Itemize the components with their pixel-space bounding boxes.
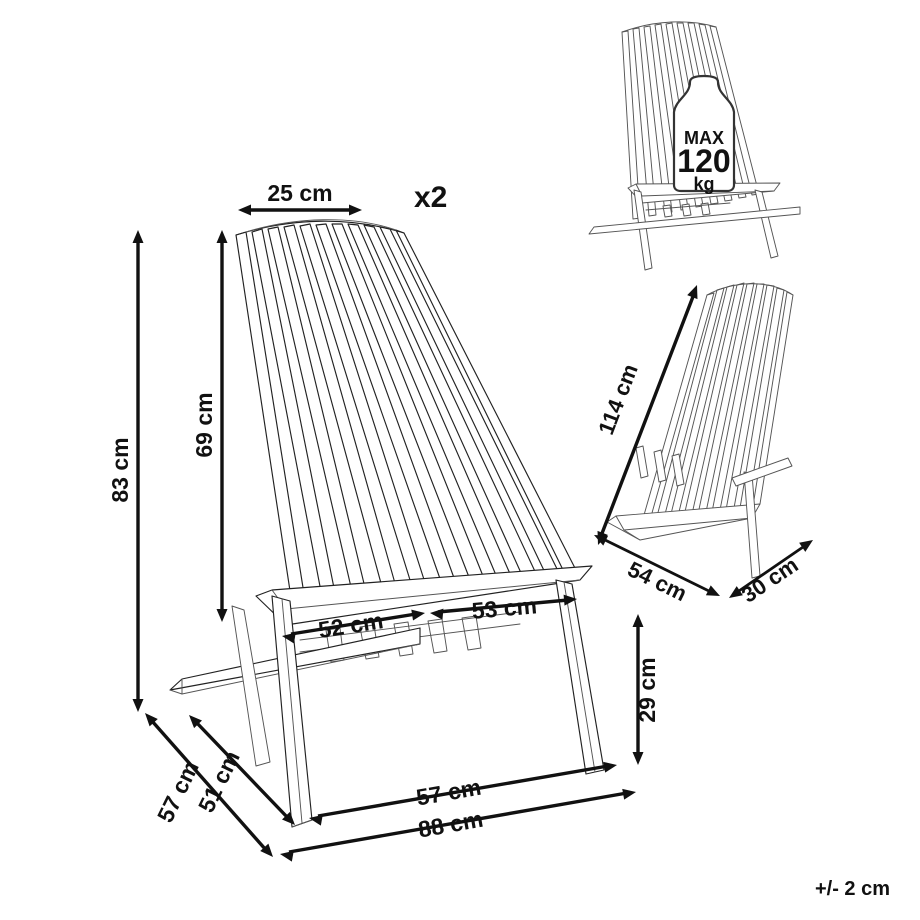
tolerance-note: +/- 2 cm (815, 878, 890, 900)
dimension-seat-height: 29 cm (632, 614, 660, 765)
backrest-slats (235, 219, 579, 605)
dimension-label-69cm: 69 cm (191, 392, 217, 457)
dimension-label-53cm: 53 cm (471, 592, 538, 624)
folded-chair-base (606, 503, 761, 541)
left-far-leg (231, 605, 271, 767)
weight-max-label: MAX (684, 128, 724, 148)
dimension-label-29cm: 29 cm (634, 657, 660, 722)
dimension-label-57cm-depth: 57 cm (414, 774, 483, 811)
right-rear-leg (555, 579, 605, 775)
dimension-label-51cm: 51 cm (193, 746, 245, 816)
dimension-folded-width: 54 cm (591, 530, 723, 606)
dimension-label-57cm-side: 57 cm (152, 756, 204, 826)
load-chair-legs (588, 189, 801, 271)
folded-chair-legs (635, 445, 793, 579)
quantity-label: x2 (414, 181, 447, 214)
seat-front-beam (255, 565, 593, 626)
dimension-label-54cm: 54 cm (624, 556, 691, 606)
folded-chair-slats (641, 282, 794, 523)
dimension-folded-depth: 30 cm (725, 535, 817, 608)
main-chair-drawing (169, 219, 605, 828)
folded-chair-drawing (606, 282, 794, 579)
dimension-backrest-height: 69 cm (191, 230, 228, 622)
dimension-seat-back-width: 53 cm (429, 592, 578, 624)
dimension-overall-height: 83 cm (107, 230, 144, 712)
dimension-label-114cm: 114 cm (593, 361, 643, 438)
weight-icon: MAX 120 kg (672, 74, 736, 194)
dimension-label-88cm: 88 cm (416, 806, 485, 843)
dimension-backrest-top-width: 25 cm (238, 180, 362, 216)
weight-value: 120 (677, 143, 730, 179)
dimension-label-25cm: 25 cm (267, 180, 332, 206)
dimension-label-30cm: 30 cm (737, 552, 803, 608)
weight-unit: kg (693, 174, 714, 194)
dimension-label-83cm: 83 cm (107, 437, 133, 502)
load-capacity-drawing: MAX 120 kg (588, 21, 801, 271)
